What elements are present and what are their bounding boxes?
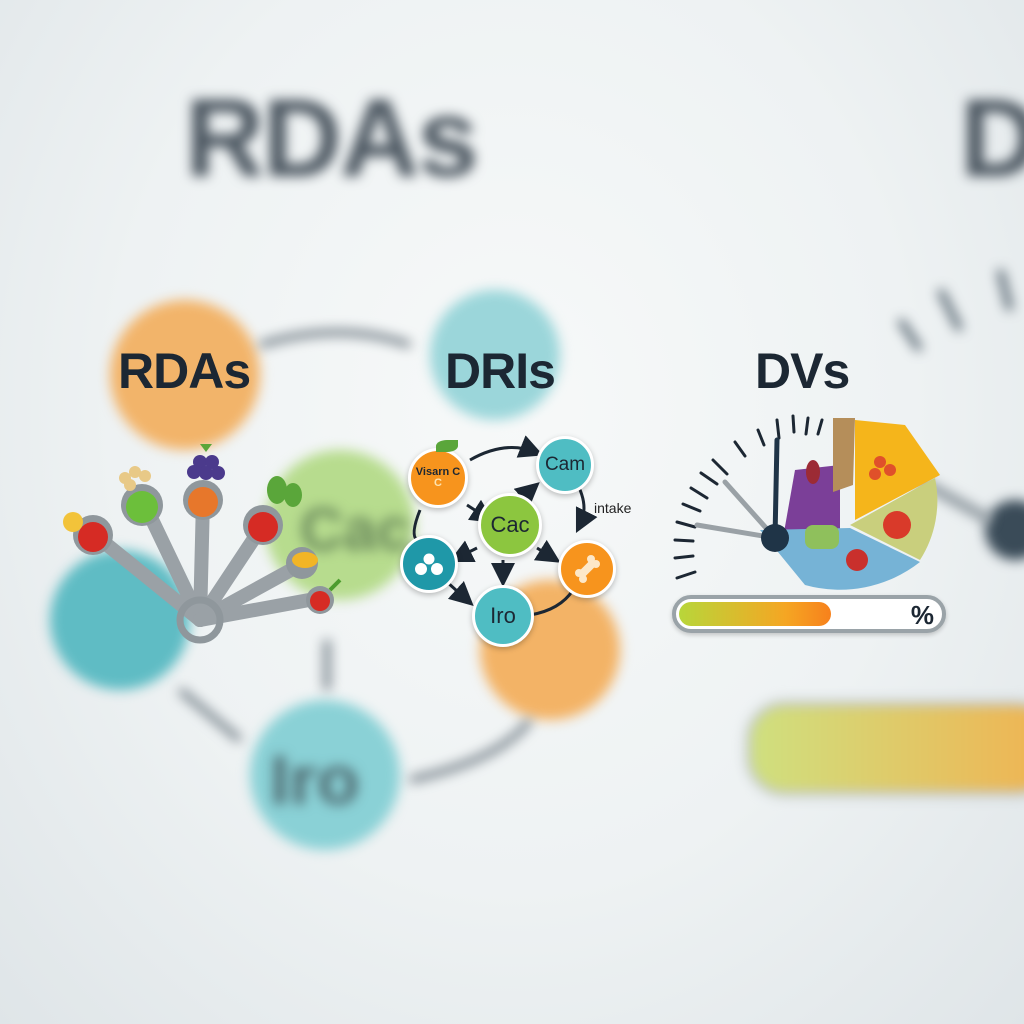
leaf-icon [436,440,458,452]
background-node-iro-label: Iro [270,741,360,819]
dv-progress-fill [679,602,831,626]
node-cam[interactable]: Cam [536,436,594,494]
background-title-d: D [960,77,1024,200]
bone-icon [575,555,600,583]
node-cac[interactable]: Cac [478,493,542,557]
dvs-title: DVs [755,343,850,399]
dris-title: DRIs [445,343,556,399]
dv-progress-bar: % [672,595,946,633]
dv-gauge-pie [673,414,940,590]
node-bone[interactable] [558,540,616,598]
node-molecule[interactable] [400,535,458,593]
measuring-spoons-icon [63,444,342,644]
rdas-title: RDAs [118,343,251,399]
molecule-icon [415,552,443,575]
node-vitamin-c-label: Visarn C [415,466,461,478]
node-iro[interactable]: Iro [472,585,534,647]
node-vitamin-c-sublabel: C [434,477,442,489]
background-node-teal-dark [50,550,190,690]
background-node-iro [250,700,400,850]
dv-progress-percent-label: % [910,600,934,630]
background-node-teal [430,290,560,420]
background-progress-bar [745,700,1024,797]
background-node-orange [110,300,260,450]
background-node-green-label: Cac [300,496,411,563]
edge-label-intake: intake [594,500,632,516]
background-title-rdas: RDAs [185,77,478,200]
node-vitamin-c[interactable]: Visarn C C [408,448,468,508]
